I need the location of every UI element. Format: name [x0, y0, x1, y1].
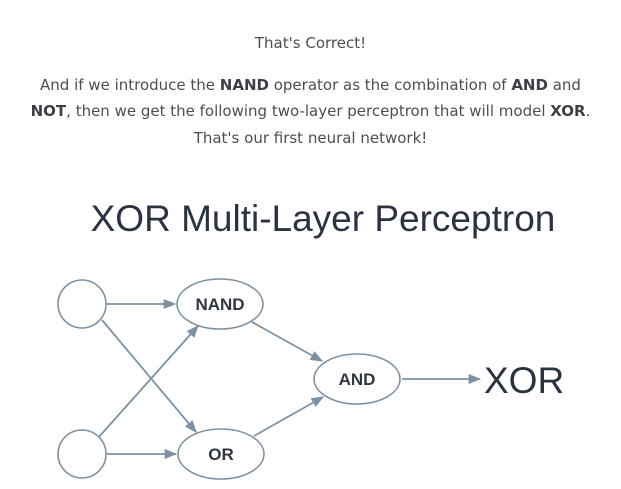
paragraph-line-1: And if we introduce the NAND operator as… — [0, 75, 621, 95]
xor-perceptron-diagram: XOR Multi-Layer Perceptron NAND OR AND X… — [57, 198, 564, 480]
xor-output-label: XOR — [484, 360, 564, 401]
nand-term: NAND — [219, 76, 269, 94]
status-message: That's Correct! — [254, 34, 367, 52]
or-node-label: OR — [208, 445, 234, 464]
text-segment: operator as the combination of — [268, 76, 512, 94]
paragraph-line-2: NOT, then we get the following two-layer… — [0, 101, 621, 121]
input-node-2 — [57, 429, 107, 479]
text-segment: . — [585, 102, 591, 120]
edge-nand-and — [251, 321, 324, 362]
xor-term: XOR — [550, 102, 586, 120]
text-segment: , then we get the following two-layer pe… — [66, 102, 551, 120]
and-term: AND — [511, 76, 548, 94]
text-segment: And if we introduce the — [40, 76, 220, 94]
text-segment: and — [547, 76, 581, 94]
edge-input1-or — [101, 319, 197, 433]
input-node-1 — [57, 279, 107, 329]
and-node-label: AND — [339, 370, 376, 389]
diagram-title: XOR Multi-Layer Perceptron — [91, 198, 556, 239]
edge-or-and — [253, 396, 325, 437]
edge-input2-nand — [97, 325, 199, 439]
nand-node — [176, 278, 264, 330]
nand-node-label: NAND — [195, 295, 244, 314]
paragraph-line-3: That's our first neural network! — [193, 129, 428, 147]
not-term: NOT — [30, 102, 67, 120]
or-node — [177, 428, 265, 480]
and-node — [313, 353, 401, 405]
